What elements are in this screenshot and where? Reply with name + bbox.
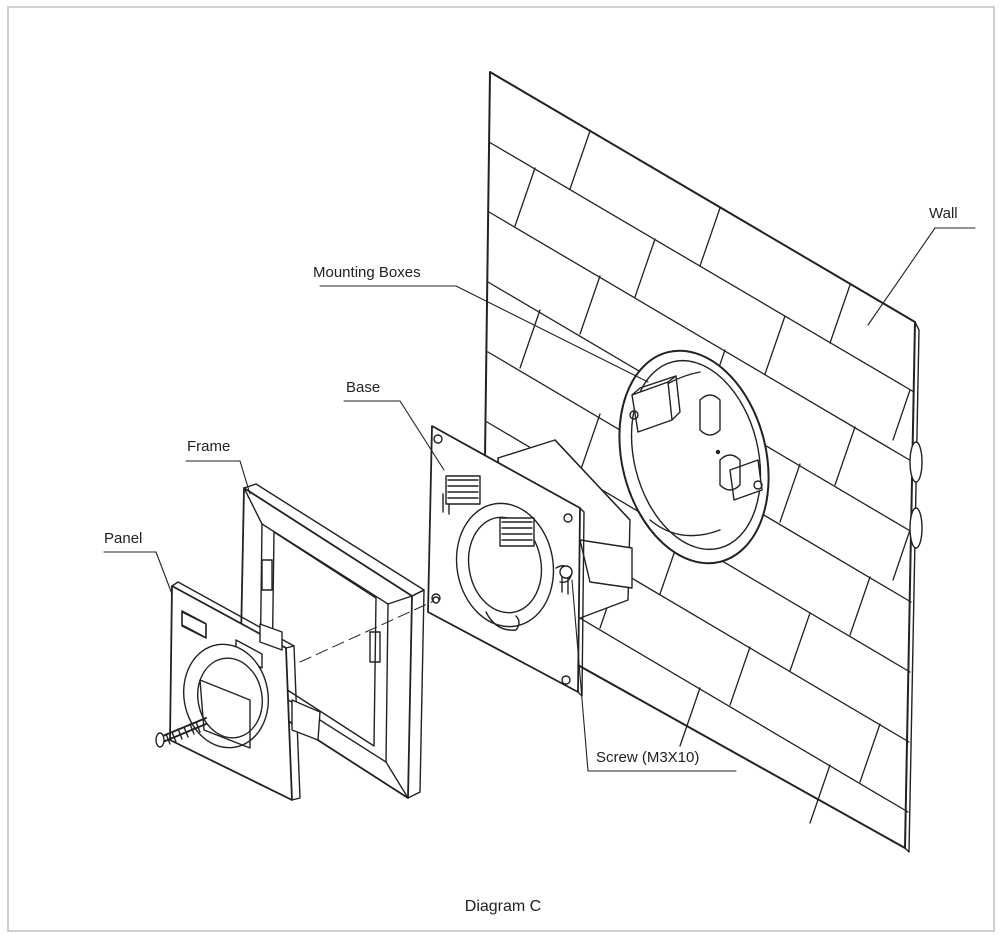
diagram-border (7, 6, 995, 932)
label-mounting-boxes: Mounting Boxes (313, 264, 421, 281)
base-illustration (427, 425, 633, 697)
leader-lines (103, 227, 976, 772)
label-wall: Wall (929, 205, 958, 222)
diagram-caption: Diagram C (464, 898, 542, 915)
label-panel: Panel (104, 530, 143, 547)
label-base: Base (346, 379, 381, 396)
panel-illustration (155, 581, 321, 801)
label-screw: Screw (M3X10) (596, 749, 700, 766)
mounting-box-illustration (618, 349, 770, 565)
assembly-axis-line (299, 599, 437, 663)
label-frame: Frame (187, 438, 231, 455)
frame-illustration (239, 483, 425, 799)
